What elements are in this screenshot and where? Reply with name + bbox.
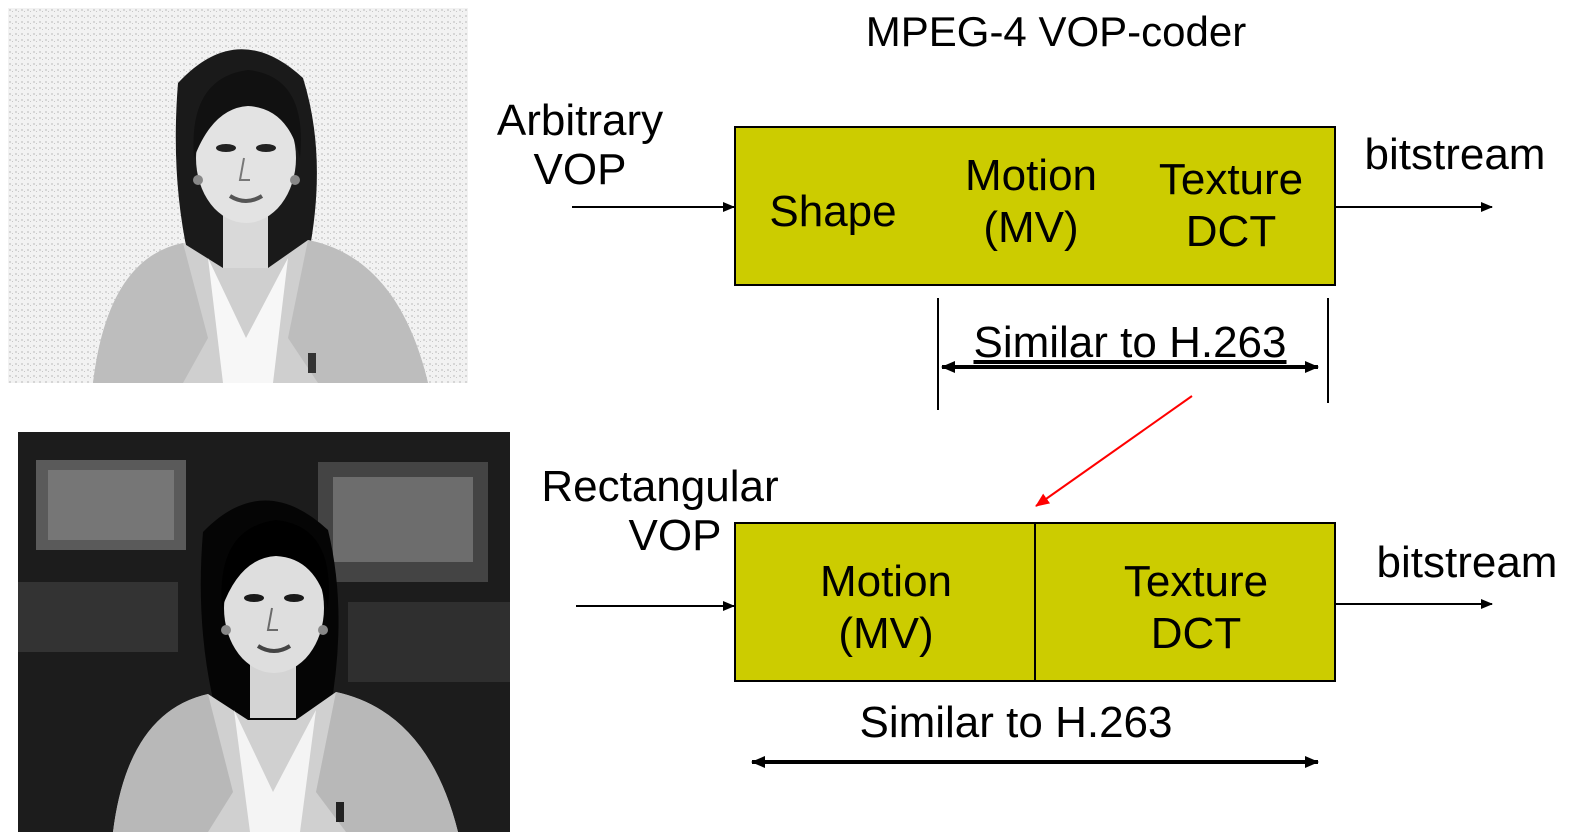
top-block-motion: Motion (MV) xyxy=(964,151,1098,252)
bottom-input-label-line2: VOP xyxy=(628,511,722,561)
bottom-output-label: bitstream xyxy=(1376,538,1558,587)
bottom-span-label: Similar to H.263 xyxy=(859,698,1173,747)
top-input-label: Arbitrary VOP xyxy=(470,96,690,195)
rectangular-vop-photo xyxy=(18,432,510,832)
diagram-title: MPEG-4 VOP-coder xyxy=(865,8,1247,55)
top-input-label-line2: VOP xyxy=(533,145,627,195)
top-output-label: bitstream xyxy=(1364,130,1546,179)
bottom-input-label: Rectangular VOP xyxy=(510,462,810,561)
bottom-block-motion: Motion (MV) xyxy=(819,557,953,658)
bottom-block-divider xyxy=(1034,524,1036,680)
bottom-coder-block: Motion (MV) Texture DCT xyxy=(734,522,1336,682)
arbitrary-vop-photo xyxy=(8,8,468,383)
top-block-shape: Shape xyxy=(769,187,897,236)
top-coder-block: Shape Motion (MV) Texture DCT xyxy=(734,126,1336,286)
bottom-input-label-line1: Rectangular xyxy=(541,462,779,511)
top-span-label: Similar to H.263 xyxy=(973,318,1287,367)
reuse-link-arrow xyxy=(1035,395,1193,507)
top-input-label-line1: Arbitrary xyxy=(496,96,664,145)
bottom-block-texture: Texture DCT xyxy=(1123,557,1269,658)
top-block-texture: Texture DCT xyxy=(1158,155,1304,256)
